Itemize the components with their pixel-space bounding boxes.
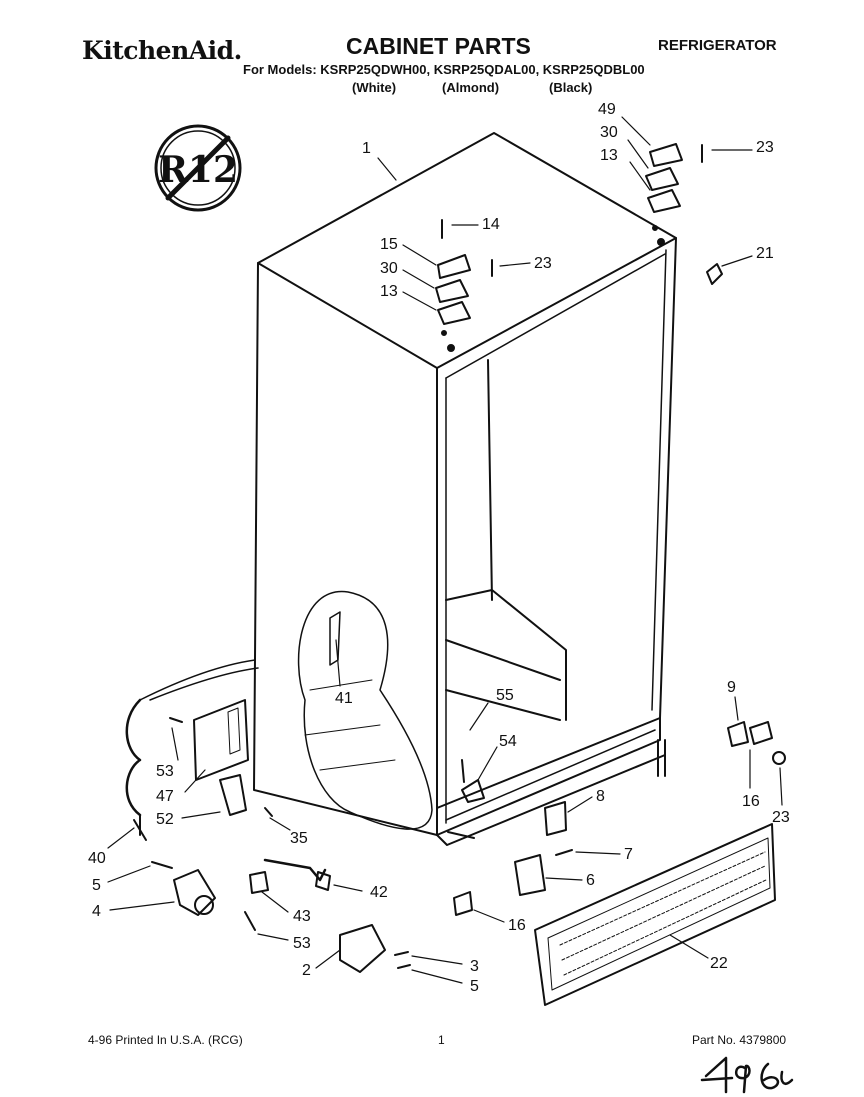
callout-label: 22 (710, 955, 728, 972)
footer-page-number: 1 (438, 1033, 445, 1047)
callout-label: 8 (596, 788, 605, 805)
callout-label: 4 (92, 903, 101, 920)
callout-label: 5 (92, 877, 101, 894)
callout-labels: 1 49 30 13 23 14 15 23 30 13 21 41 55 54… (88, 101, 790, 995)
page-title: CABINET PARTS (346, 33, 531, 59)
callout-label: 14 (482, 216, 500, 233)
callout-label: 2 (302, 962, 311, 979)
leader-lines (107, 116, 783, 984)
callout-label: 43 (293, 908, 311, 925)
callout-label: 23 (534, 255, 552, 272)
callout-label: 54 (499, 733, 517, 750)
r12-badge: R12 (154, 124, 242, 212)
callout-label: 15 (380, 236, 398, 253)
appliance-category: REFRIGERATOR (658, 37, 777, 54)
callout-label: 40 (88, 850, 106, 867)
callout-label: 30 (380, 260, 398, 277)
callout-label: 52 (156, 811, 174, 828)
footer-part-number: Part No. 4379800 (692, 1033, 787, 1047)
callout-label: 23 (772, 809, 790, 826)
callout-label: 5 (470, 978, 479, 995)
callout-label: 53 (293, 935, 311, 952)
callout-label: 41 (335, 690, 353, 707)
callout-label: 13 (600, 147, 618, 164)
callout-label: 53 (156, 763, 174, 780)
callout-label: 30 (600, 124, 618, 141)
callout-label: 1 (362, 140, 371, 157)
callout-label: 16 (742, 793, 760, 810)
callout-label: 3 (470, 958, 479, 975)
callout-label: 13 (380, 283, 398, 300)
callout-label: 9 (727, 679, 736, 696)
callout-label: 16 (508, 917, 526, 934)
color-white: (White) (352, 80, 397, 95)
part-21-pin (706, 263, 723, 285)
color-black: (Black) (549, 80, 593, 95)
callout-label: 49 (598, 101, 616, 118)
callout-label: 35 (290, 830, 308, 847)
part-22-grille (534, 823, 776, 1006)
callout-label: 55 (496, 687, 514, 704)
top-hinge-right (645, 143, 703, 246)
r12-badge-text: R12 (158, 149, 238, 191)
cabinet-body (253, 132, 677, 846)
color-almond: (Almond) (442, 80, 500, 95)
model-list: For Models: KSRP25QDWH00, KSRP25QDAL00, … (243, 62, 645, 77)
callout-label: 42 (370, 884, 388, 901)
callout-label: 6 (586, 872, 595, 889)
callout-label: 7 (624, 846, 633, 863)
compressor-cable-assembly (125, 659, 273, 841)
callout-label: 21 (756, 245, 774, 262)
top-hinge-left (435, 219, 493, 352)
handwritten-note (700, 1056, 794, 1094)
brand-logo: KitchenAid. (82, 36, 242, 65)
footer-print-info: 4-96 Printed In U.S.A. (RCG) (88, 1033, 243, 1047)
callout-label: 23 (756, 139, 774, 156)
lower-parts (151, 721, 786, 973)
callout-label: 47 (156, 788, 174, 805)
